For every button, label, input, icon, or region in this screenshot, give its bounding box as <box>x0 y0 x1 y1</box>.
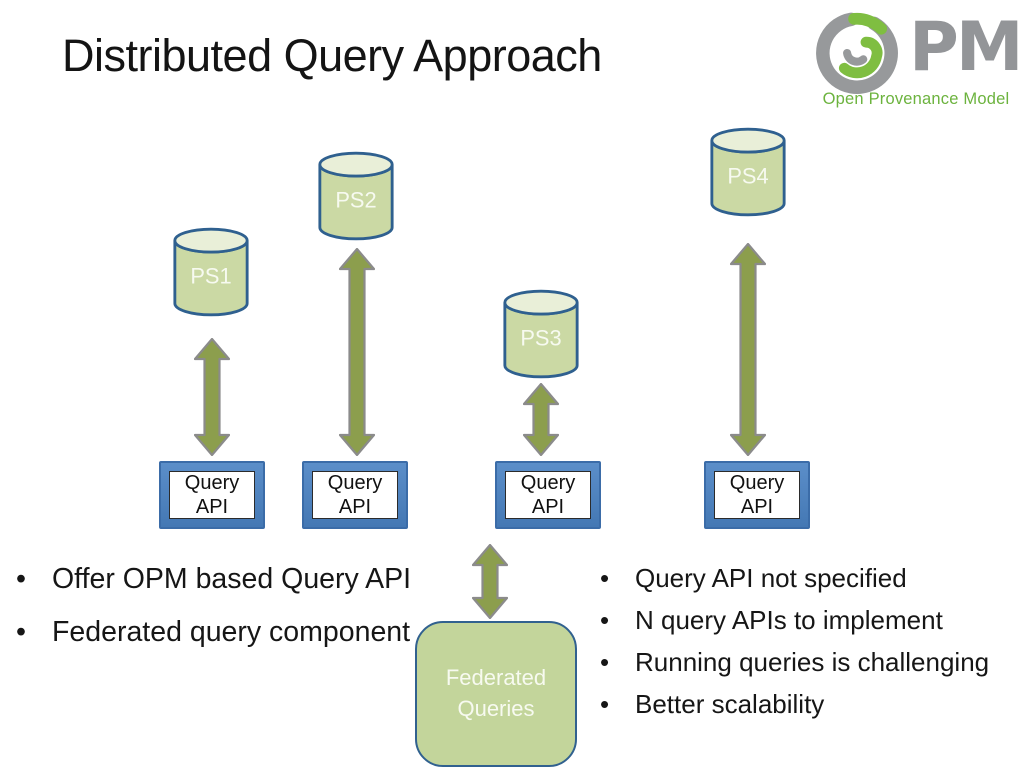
double-arrow-ps4-api <box>730 243 766 456</box>
opm-swirl-icon <box>816 12 898 94</box>
bullet-item: Query API not specified <box>598 562 1024 595</box>
bullet-item: Offer OPM based Query API <box>14 560 426 600</box>
opm-logo: PM Open Provenance Model <box>810 6 1024 108</box>
double-arrow-api-federated <box>472 544 508 619</box>
datastore-label: PS1 <box>190 263 231 288</box>
datastore-cylinder-ps4: PS4 <box>710 127 786 217</box>
query-api-label: Query API <box>714 471 800 519</box>
double-arrow-ps2-api <box>339 248 375 456</box>
query-api-label: Query API <box>312 471 398 519</box>
right-bullet-list: Query API not specified N query APIs to … <box>598 562 1024 730</box>
datastore-cylinder-ps2: PS2 <box>318 151 394 241</box>
opm-logo-letters: PM <box>909 8 1024 87</box>
query-api-box-1: Query API <box>159 461 265 529</box>
query-api-box-3: Query API <box>495 461 601 529</box>
query-api-box-2: Query API <box>302 461 408 529</box>
bullet-item: Federated query component <box>14 613 426 653</box>
datastore-label: PS3 <box>520 325 561 350</box>
datastore-label: PS2 <box>335 187 376 212</box>
query-api-label: Query API <box>505 471 591 519</box>
bullet-item: Better scalability <box>598 688 1024 721</box>
double-arrow-ps1-api <box>194 338 230 456</box>
double-arrow-ps3-api <box>523 383 559 456</box>
bullet-item: Running queries is challenging <box>598 646 1024 679</box>
opm-logo-caption: Open Provenance Model <box>822 90 1010 108</box>
datastore-label: PS4 <box>727 163 768 188</box>
federated-queries-box: Federated Queries <box>415 621 577 767</box>
slide-title: Distributed Query Approach <box>62 30 602 81</box>
datastore-cylinder-ps3: PS3 <box>503 289 579 379</box>
datastore-cylinder-ps1: PS1 <box>173 227 249 317</box>
left-bullet-list: Offer OPM based Query API Federated quer… <box>14 560 426 666</box>
query-api-box-4: Query API <box>704 461 810 529</box>
bullet-item: N query APIs to implement <box>598 604 1024 637</box>
query-api-label: Query API <box>169 471 255 519</box>
